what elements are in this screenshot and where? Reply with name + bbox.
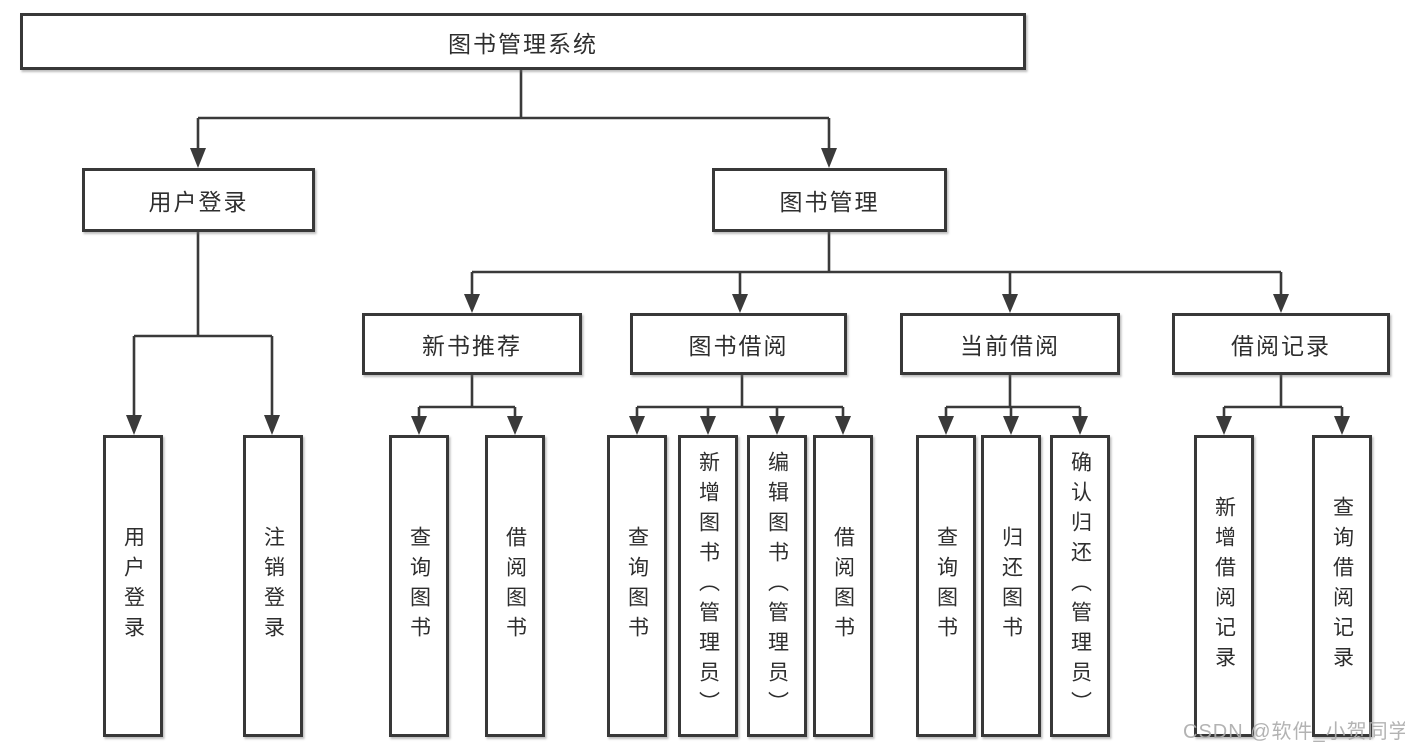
connector-current-borrowing-to-leaves	[944, 375, 1082, 417]
leaf-query-books-current-label: 查询图书	[934, 526, 958, 646]
connector-new-book-recommend-to-leaves	[417, 375, 517, 417]
leaf-confirm-return-admin: 确认归还（管理员）	[1050, 435, 1110, 737]
leaf-add-borrow-record-label: 新增借阅记录	[1212, 496, 1236, 676]
leaf-borrow-books-borrowing-label: 借阅图书	[831, 526, 855, 646]
node-book-management-label: 图书管理	[779, 189, 880, 215]
connector-book-borrowing-to-leaves	[635, 375, 845, 417]
leaf-query-borrow-record: 查询借阅记录	[1312, 435, 1372, 737]
node-root-label: 图书管理系统	[448, 30, 598, 57]
node-book-management: 图书管理	[712, 168, 947, 232]
leaf-add-borrow-record: 新增借阅记录	[1194, 435, 1254, 737]
node-new-book-recommend: 新书推荐	[362, 313, 582, 375]
leaf-user-login: 用户登录	[103, 435, 163, 737]
node-current-borrowing: 当前借阅	[900, 313, 1120, 375]
connector-user-login-to-leaves	[132, 232, 274, 417]
node-user-login: 用户登录	[82, 168, 315, 232]
connector-book-management-to-level3	[470, 232, 1283, 296]
leaf-query-books-recommend-label: 查询图书	[407, 526, 431, 646]
leaf-user-login-label: 用户登录	[121, 526, 145, 646]
leaf-return-books-label: 归还图书	[999, 526, 1023, 646]
leaf-confirm-return-admin-label: 确认归还（管理员）	[1068, 451, 1092, 721]
connector-root-to-level2	[196, 70, 831, 150]
node-new-book-recommend-label: 新书推荐	[422, 333, 522, 359]
node-user-login-label: 用户登录	[148, 189, 249, 215]
node-borrowing-records-label: 借阅记录	[1231, 333, 1331, 359]
node-borrowing-records: 借阅记录	[1172, 313, 1390, 375]
leaf-logout-label: 注销登录	[261, 526, 285, 646]
leaf-return-books: 归还图书	[981, 435, 1041, 737]
leaf-borrow-books-borrowing: 借阅图书	[813, 435, 873, 737]
leaf-edit-books-admin: 编辑图书（管理员）	[747, 435, 807, 737]
leaf-add-books-admin: 新增图书（管理员）	[678, 435, 738, 737]
node-current-borrowing-label: 当前借阅	[960, 333, 1060, 359]
leaf-query-borrow-record-label: 查询借阅记录	[1330, 496, 1354, 676]
node-book-borrowing-label: 图书借阅	[688, 333, 789, 359]
leaf-logout: 注销登录	[243, 435, 303, 737]
leaf-query-books-borrowing-label: 查询图书	[625, 526, 649, 646]
node-root-system: 图书管理系统	[20, 13, 1026, 70]
leaf-query-books-current: 查询图书	[916, 435, 976, 737]
leaf-query-books-recommend: 查询图书	[389, 435, 449, 737]
csdn-watermark: CSDN @软件_小贺同学	[1183, 721, 1405, 743]
leaf-borrow-books-recommend: 借阅图书	[485, 435, 545, 737]
connector-borrowing-records-to-leaves	[1222, 375, 1344, 417]
leaf-add-books-admin-label: 新增图书（管理员）	[696, 451, 720, 721]
leaf-edit-books-admin-label: 编辑图书（管理员）	[765, 451, 789, 721]
leaf-borrow-books-recommend-label: 借阅图书	[503, 526, 527, 646]
node-book-borrowing: 图书借阅	[630, 313, 847, 375]
leaf-query-books-borrowing: 查询图书	[607, 435, 667, 737]
arrowheads	[126, 148, 1350, 435]
